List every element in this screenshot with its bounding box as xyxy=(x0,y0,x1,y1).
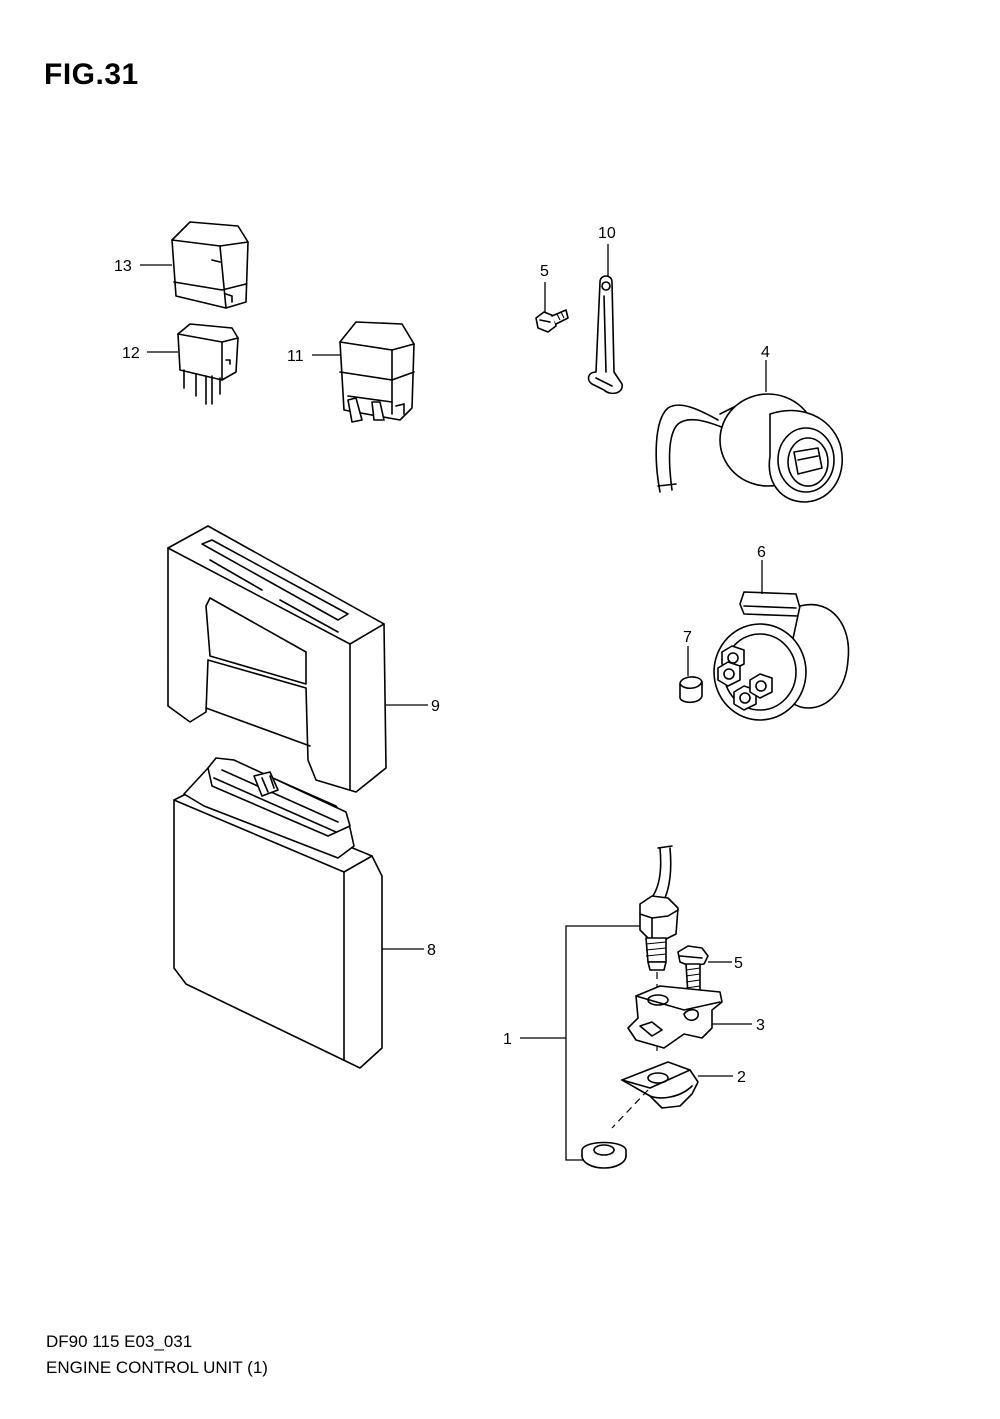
figure-code: DF90 115 E03_031 xyxy=(46,1332,193,1351)
part-4-connector xyxy=(655,393,844,503)
part-2-clip xyxy=(611,1061,699,1129)
figure-title: FIG.31 xyxy=(44,58,139,91)
callout-13: 13 xyxy=(114,258,132,275)
callout-6: 6 xyxy=(757,544,766,561)
callout-5-lower: 5 xyxy=(734,955,743,972)
figure-name: ENGINE CONTROL UNIT (1) xyxy=(46,1358,268,1377)
callout-2: 2 xyxy=(737,1069,746,1086)
part-5-bolt-top xyxy=(535,309,569,333)
callout-4: 4 xyxy=(761,344,770,361)
callout-5-top: 5 xyxy=(540,263,549,280)
part-nut xyxy=(581,1141,627,1169)
part-9-bracket xyxy=(167,525,387,793)
part-5-bolt-lower xyxy=(677,945,709,1012)
callout-12: 12 xyxy=(122,345,140,362)
part-6-connector xyxy=(713,591,850,721)
part-3-plate xyxy=(627,985,723,1049)
callout-1: 1 xyxy=(503,1031,512,1048)
part-13-relay xyxy=(171,221,249,309)
part-7-plug xyxy=(679,676,703,704)
callout-11: 11 xyxy=(287,348,304,365)
callout-9: 9 xyxy=(431,698,440,715)
part-11-relay xyxy=(339,321,415,423)
callout-3: 3 xyxy=(756,1017,765,1034)
callout-8: 8 xyxy=(427,942,436,959)
part-12-relay xyxy=(177,323,239,405)
part-8-ecu xyxy=(173,757,383,1069)
part-10-strap xyxy=(587,275,623,395)
callout-10: 10 xyxy=(598,225,616,242)
callout-7: 7 xyxy=(683,629,692,646)
